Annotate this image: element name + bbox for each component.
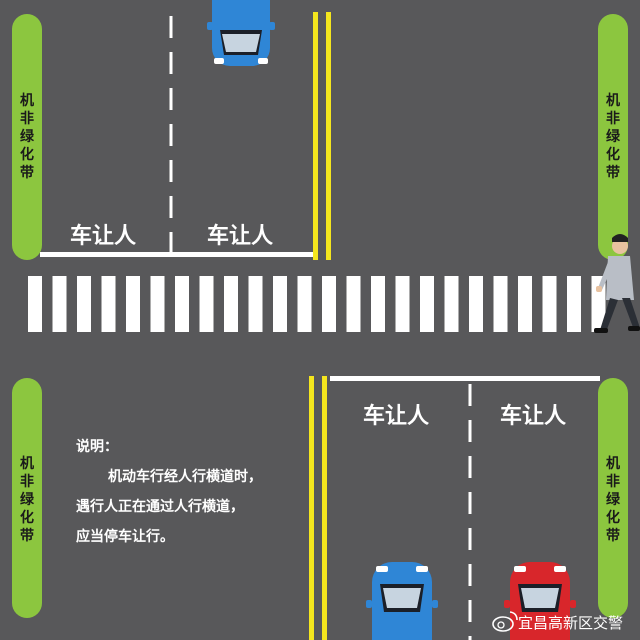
yield-label-top-left: 车让人	[70, 224, 137, 249]
zebra-stripe	[297, 276, 312, 332]
zebra-stripe	[175, 276, 189, 332]
zebra-stripe	[346, 276, 361, 332]
zebra-stripe	[469, 276, 483, 332]
green-belt-label-top-left: 机非绿化带	[20, 93, 34, 181]
pedestrian-icon	[594, 234, 640, 333]
zebra-stripe	[395, 276, 410, 332]
zebra-stripe	[322, 276, 336, 332]
zebra-stripe	[542, 276, 557, 332]
yield-label-top-right: 车让人	[207, 224, 274, 249]
zebra-stripe	[199, 276, 214, 332]
center-line-top-a	[313, 12, 318, 260]
green-belt-label-bottom-left: 机非绿化带	[20, 456, 34, 544]
green-belt-bottom-right	[598, 378, 628, 618]
zebra-stripe	[150, 276, 165, 332]
blue-car-bottom	[366, 562, 438, 640]
green-belt-bottom-left	[12, 378, 42, 618]
note-line-3: 应当停车让行。	[76, 529, 174, 545]
zebra-stripe	[101, 276, 116, 332]
stop-line-bottom	[330, 376, 600, 381]
zebra-stripe	[52, 276, 67, 332]
zebra-stripe	[371, 276, 385, 332]
yield-label-bottom-left: 车让人	[363, 404, 430, 429]
note-line-1: 机动车行经人行横道时，	[108, 469, 262, 485]
stop-line-top	[40, 252, 313, 257]
watermark-text: 宜昌高新区交警	[518, 614, 624, 632]
zebra-crossing	[28, 276, 606, 332]
zebra-stripe	[518, 276, 532, 332]
center-line-bottom-b	[322, 376, 327, 640]
yield-label-bottom-right: 车让人	[500, 404, 567, 429]
zebra-stripe	[273, 276, 287, 332]
zebra-stripe	[28, 276, 42, 332]
center-line-top-b	[326, 12, 331, 260]
note-title: 说明：	[76, 439, 118, 455]
zebra-stripe	[126, 276, 140, 332]
green-belt-top-left	[12, 14, 42, 260]
zebra-stripe	[567, 276, 581, 332]
green-belt-label-bottom-right: 机非绿化带	[606, 456, 620, 544]
note-line-2: 遇行人正在通过人行横道，	[76, 499, 244, 515]
zebra-stripe	[444, 276, 459, 332]
zebra-stripe	[420, 276, 434, 332]
red-car-bottom	[504, 562, 576, 640]
zebra-stripe	[224, 276, 238, 332]
center-line-bottom-a	[309, 376, 314, 640]
zebra-stripe	[493, 276, 508, 332]
zebra-stripe	[248, 276, 263, 332]
zebra-stripe	[77, 276, 91, 332]
blue-car-top	[207, 0, 275, 66]
green-belt-label-top-right: 机非绿化带	[606, 93, 620, 181]
green-belt-top-right	[598, 14, 628, 260]
weibo-icon	[492, 611, 518, 632]
